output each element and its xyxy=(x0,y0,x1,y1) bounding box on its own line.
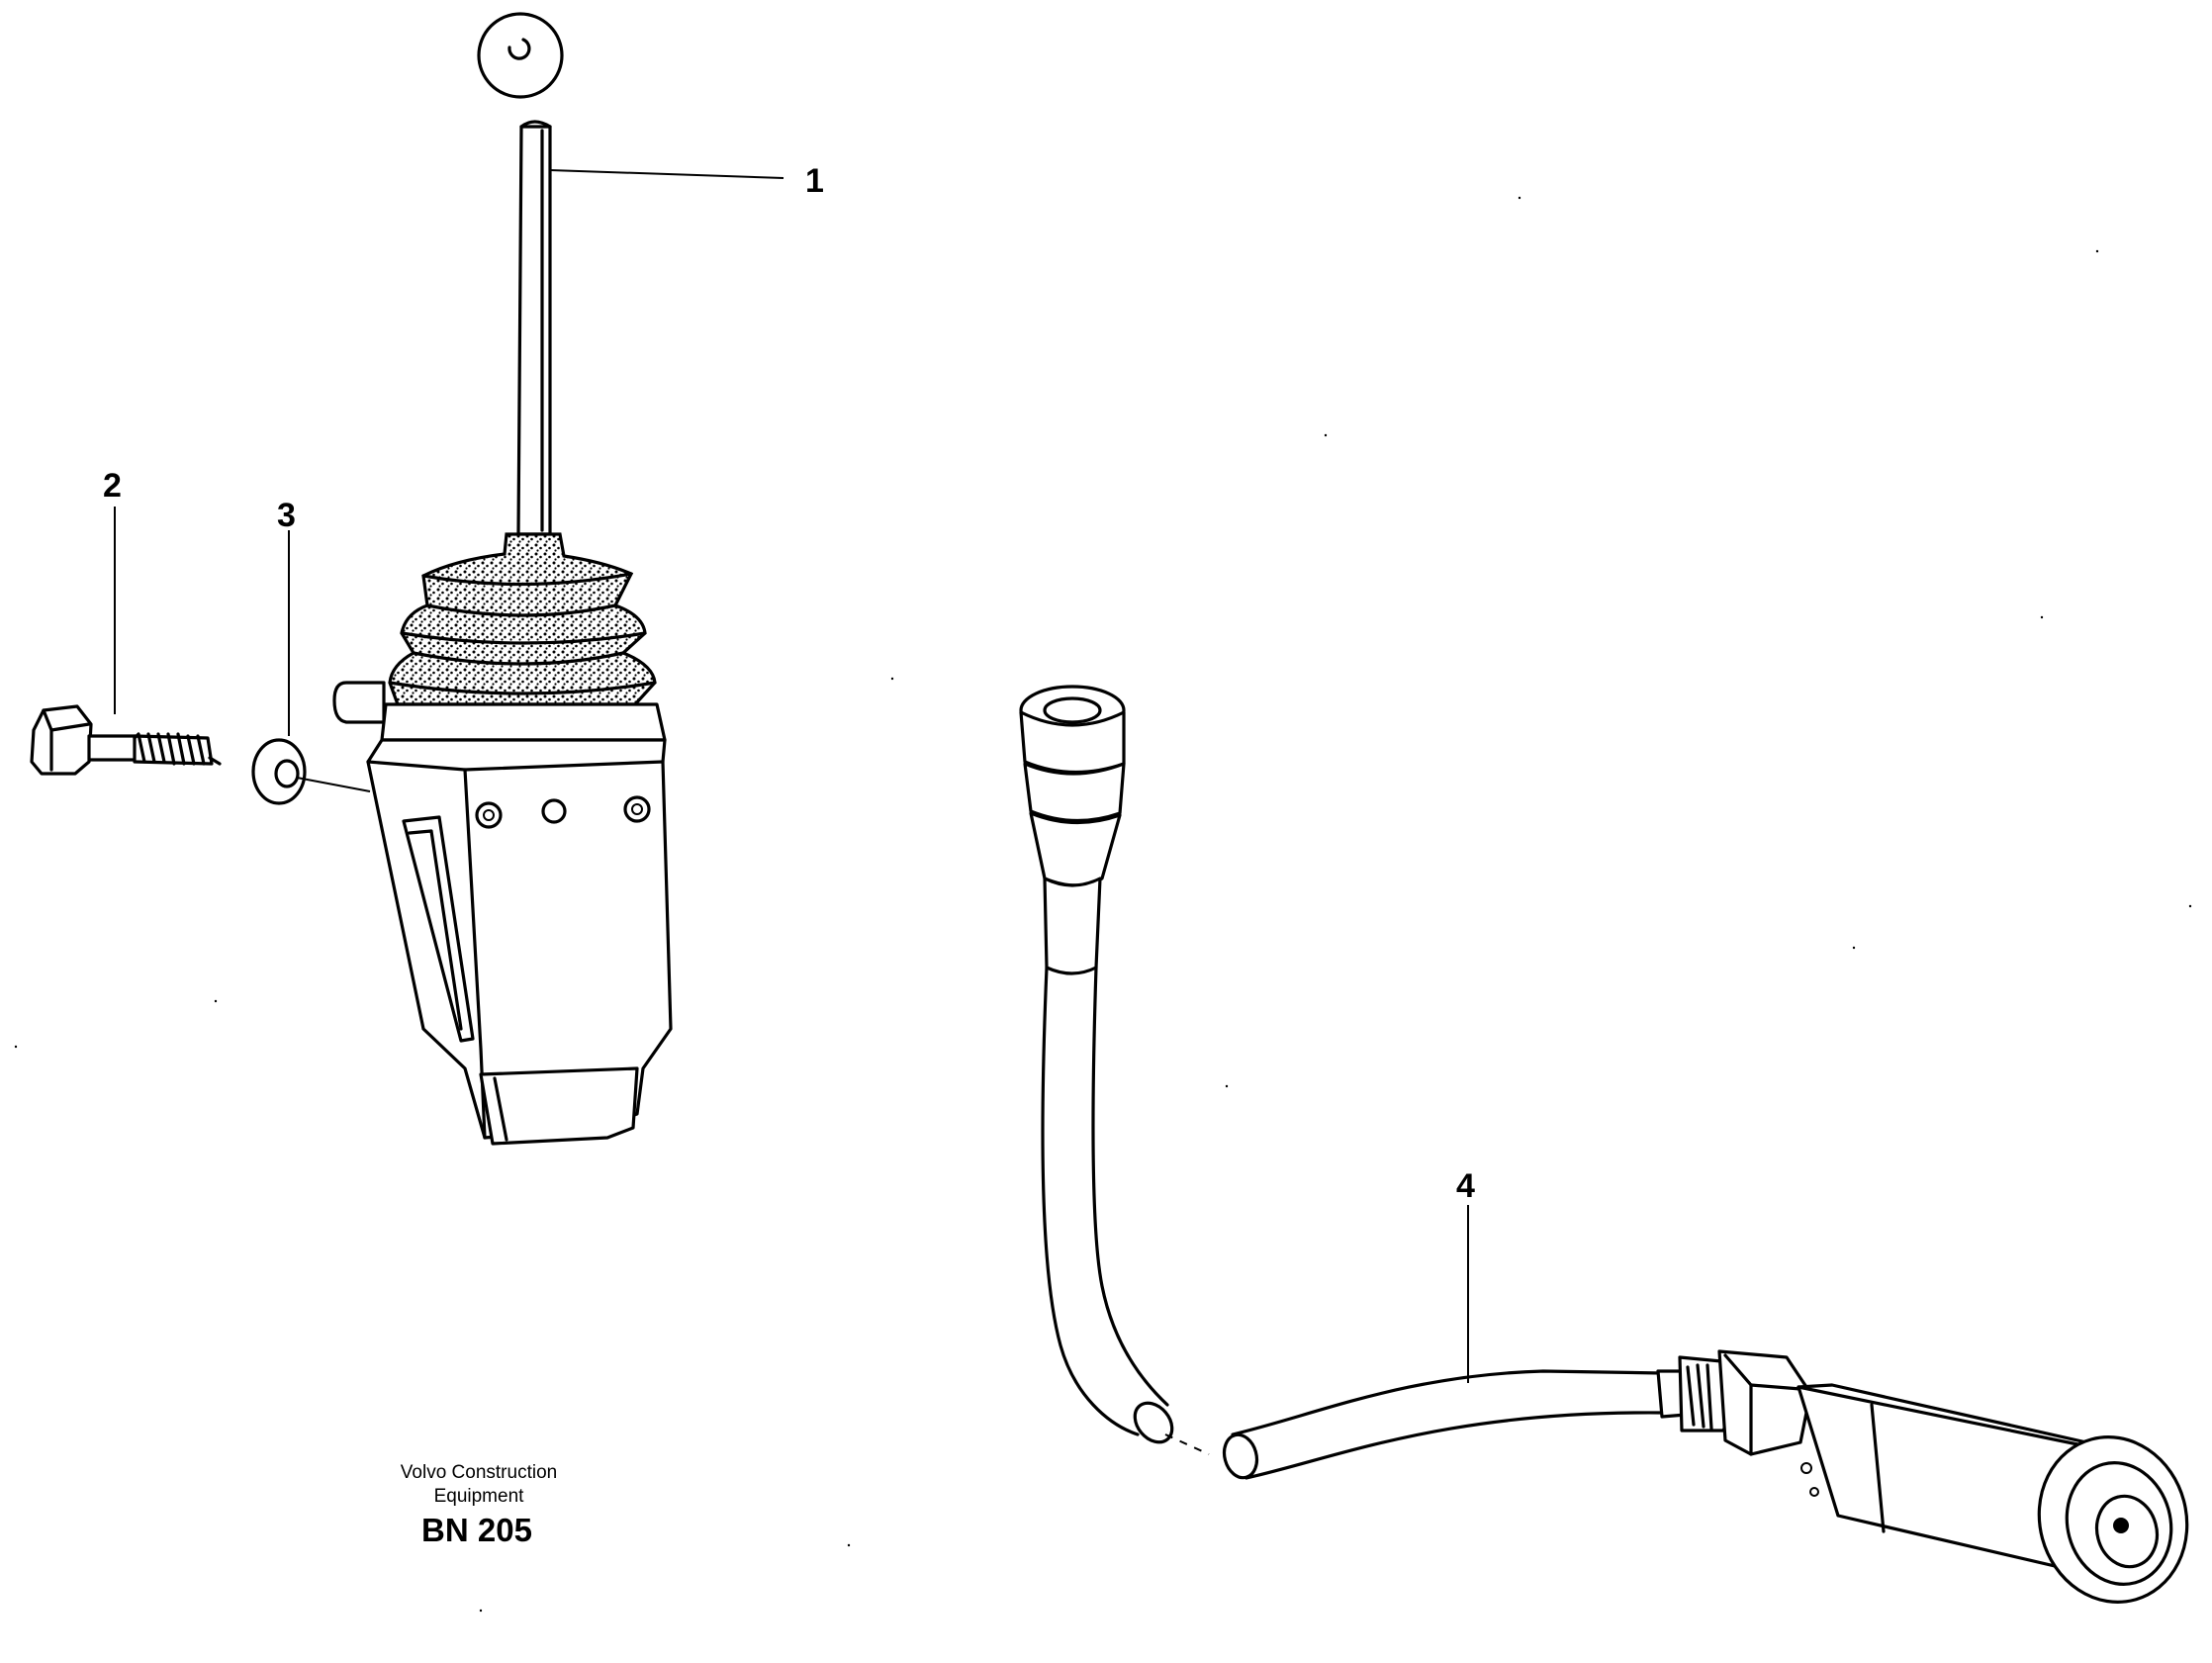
bolt-part xyxy=(30,704,222,776)
scan-specks xyxy=(14,196,2192,1613)
housing-top xyxy=(380,702,667,742)
joystick-lever-part xyxy=(332,12,673,1146)
caption-code: BN 205 xyxy=(421,1512,532,1548)
side-stub xyxy=(332,681,386,724)
callout-2: 2 xyxy=(103,467,122,505)
callout-1: 1 xyxy=(805,162,824,200)
callout-3: 3 xyxy=(277,497,296,534)
caption-line-2: Equipment xyxy=(434,1486,525,1507)
caption-line-1: Volvo Construction xyxy=(401,1462,557,1483)
hex-nut xyxy=(1717,1349,1812,1456)
lever-knob xyxy=(477,12,564,99)
cable-sensor-part xyxy=(1019,685,2189,1604)
lever-shaft xyxy=(516,125,552,536)
bolt-head xyxy=(30,704,93,776)
washer-part xyxy=(251,738,371,805)
callout-4: 4 xyxy=(1456,1167,1475,1205)
rubber-boot xyxy=(388,532,657,706)
washer-ring xyxy=(251,738,307,805)
